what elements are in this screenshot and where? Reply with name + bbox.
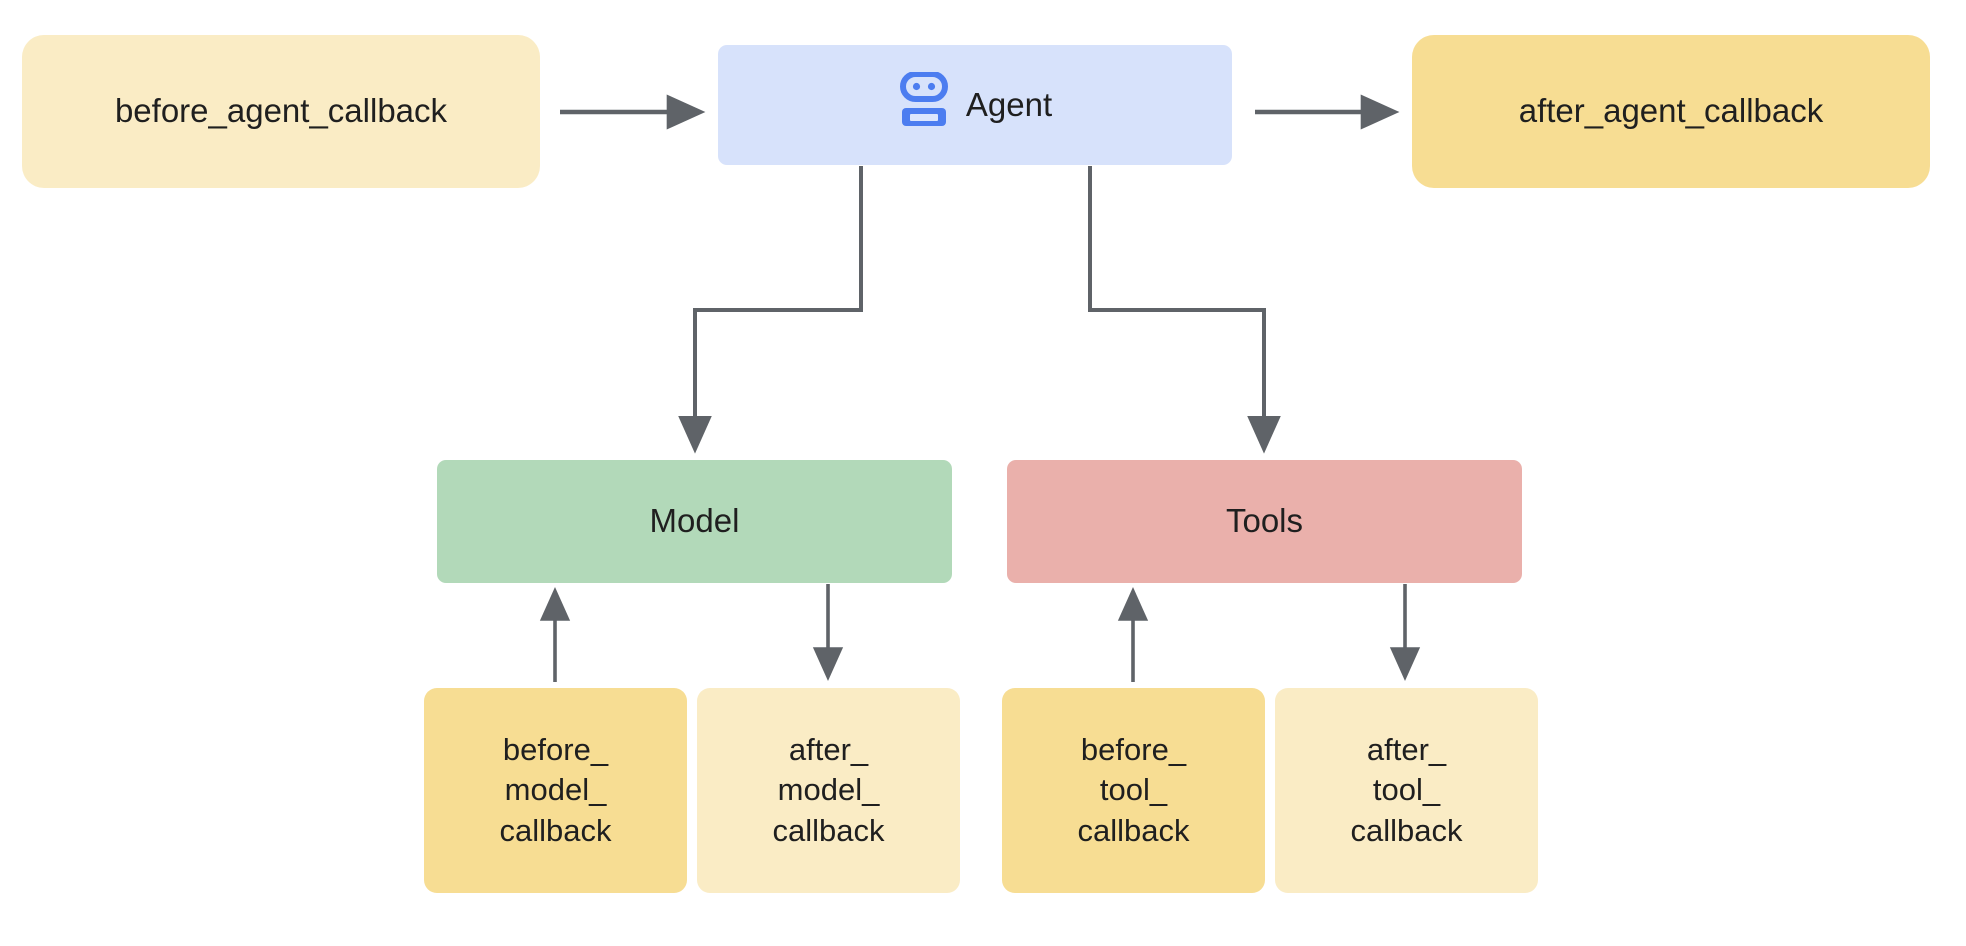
node-before-model-callback[interactable]: before_ model_ callback (424, 688, 687, 893)
node-tools-label: Tools (1225, 502, 1304, 540)
node-before-agent-callback[interactable]: before_agent_callback (22, 35, 540, 188)
node-tools[interactable]: Tools (1007, 460, 1522, 583)
edge-agent-to-model (678, 166, 863, 454)
node-after-agent-callback[interactable]: after_agent_callback (1412, 35, 1930, 188)
node-agent-label: Agent (965, 85, 1053, 123)
node-after-model-callback-label: after_ model_ callback (772, 732, 885, 848)
edge-agent-to-tools (1088, 166, 1281, 454)
node-before-tool-callback-label: before_ tool_ callback (1077, 732, 1190, 848)
robot-icon (898, 70, 950, 139)
node-model[interactable]: Model (437, 460, 952, 583)
node-model-label: Model (649, 502, 740, 540)
node-after-tool-callback-label: after_ tool_ callback (1350, 732, 1463, 848)
node-after-model-callback[interactable]: after_ model_ callback (697, 688, 960, 893)
node-before-model-callback-label: before_ model_ callback (499, 732, 612, 848)
node-after-tool-callback[interactable]: after_ tool_ callback (1275, 688, 1538, 893)
node-before-agent-callback-label: before_agent_callback (114, 92, 448, 130)
node-after-agent-callback-label: after_agent_callback (1518, 92, 1824, 130)
node-before-tool-callback[interactable]: before_ tool_ callback (1002, 688, 1265, 893)
node-agent[interactable]: Agent (718, 45, 1232, 165)
